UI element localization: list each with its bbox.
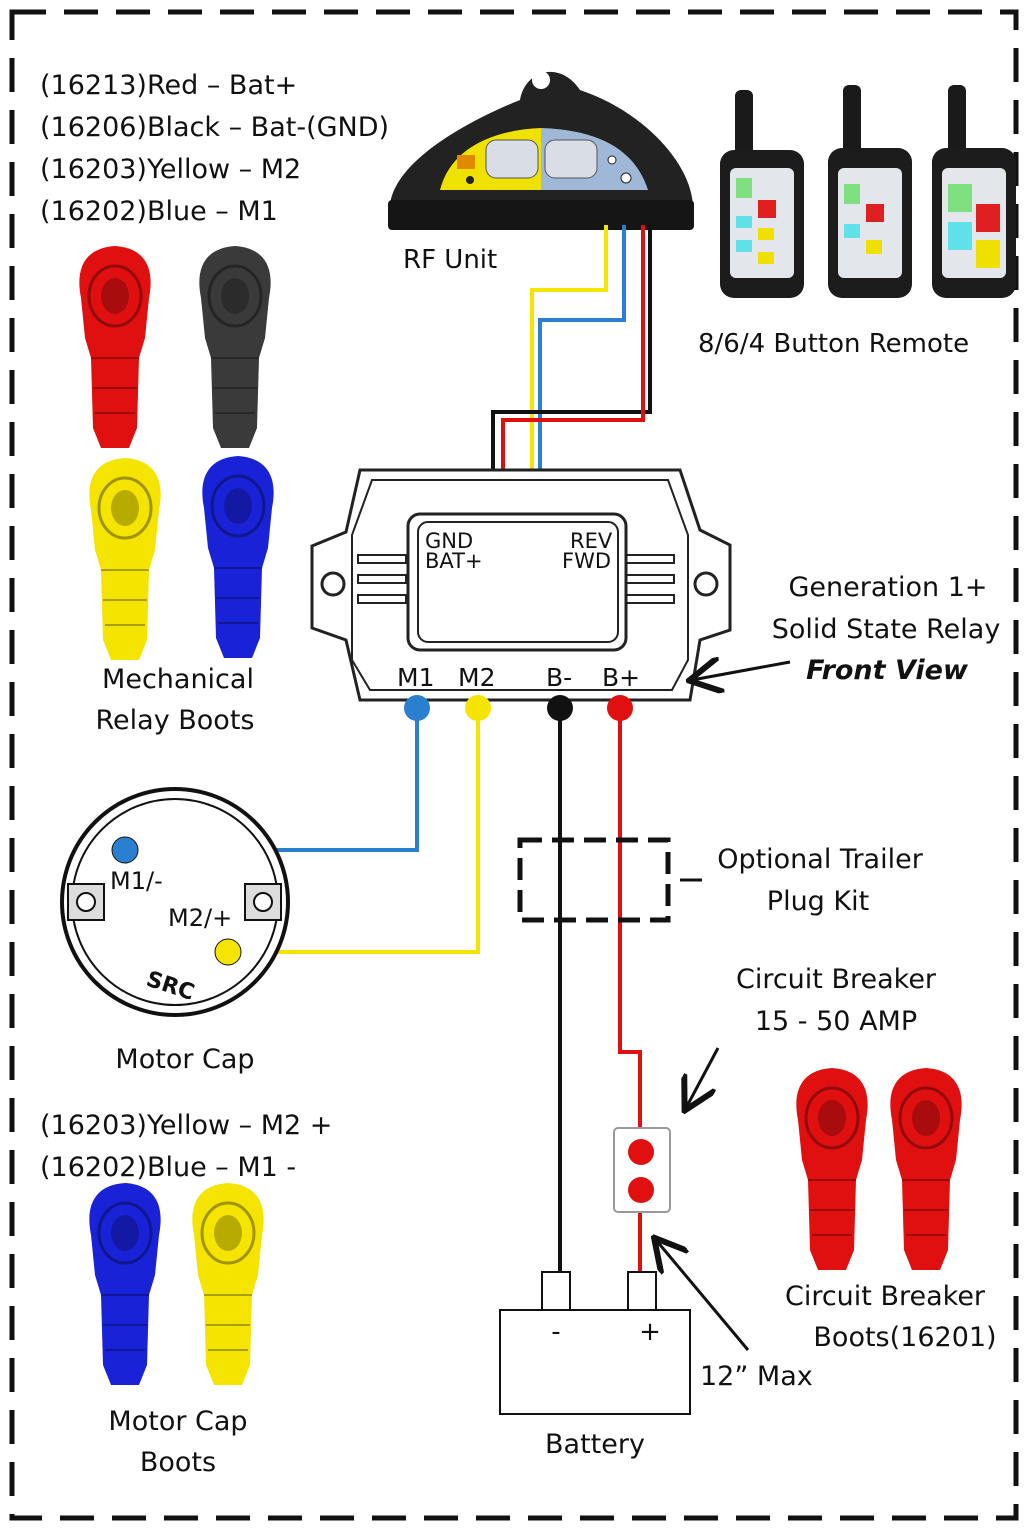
battery-plus-label: + (639, 1317, 661, 1347)
motor-cap-boots-label-2: Boots (140, 1447, 216, 1478)
rf-unit-label: RF Unit (403, 245, 497, 275)
top-wire-legend: (16213)Red – Bat+ (16206)Black – Bat-(GN… (40, 70, 389, 227)
rf-unit: RF Unit (388, 71, 694, 275)
terminal-bminus-label: B- (546, 663, 572, 692)
hanger-hole-icon (532, 71, 550, 89)
yellow-cap-boot-icon (190, 1181, 266, 1387)
max-length-label: 12” Max (700, 1361, 813, 1392)
breaker-post-top-icon (628, 1139, 654, 1165)
motor-cap: M1/- M2/+ SRC Motor Cap (60, 787, 290, 1075)
solid-state-relay: GND BAT+ REV FWD M1 M2 B- B+ (310, 468, 732, 721)
battery-minus-label: - (551, 1317, 560, 1347)
trailer-label-2: Plug Kit (767, 886, 869, 917)
motor-cap-boots: Motor Cap Boots (87, 1181, 266, 1478)
mount-hole-right-icon (693, 571, 719, 597)
remote-8-button-icon (720, 90, 804, 298)
circuit-breaker: Circuit Breaker 15 - 50 AMP (613, 964, 937, 1213)
circuit-breaker-boots: Circuit Breaker Boots(16201) (785, 1066, 997, 1353)
yellow-boot-icon (87, 456, 163, 662)
svg-text:Solid State Relay: Solid State Relay (772, 614, 1001, 645)
breaker-label-2: 15 - 50 AMP (755, 1006, 917, 1037)
blue-boot-icon (200, 454, 276, 660)
legend-red: (16213)Red – Bat+ (40, 70, 297, 101)
breaker-boots-label-2: Boots(16201) (813, 1322, 996, 1353)
wire-yellow-m2 (228, 708, 480, 954)
svg-text:Generation 1+: Generation 1+ (788, 572, 987, 603)
remote-label: 8/6/4 Button Remote (698, 329, 969, 359)
remote-4-button-icon (932, 85, 1016, 298)
terminal-m2-label: M2 (458, 663, 495, 692)
black-boot-icon (197, 244, 273, 450)
trailer-plug-kit: Optional Trailer Plug Kit (517, 837, 924, 923)
motor-cap-label: Motor Cap (115, 1044, 254, 1075)
motor-cap-boots-label-1: Motor Cap (108, 1406, 247, 1437)
breaker-arrow (686, 1047, 720, 1108)
terminal-m1-label: M1 (397, 663, 434, 692)
mount-hole-left-icon (320, 571, 346, 597)
legend-yellow: (16203)Yellow – M2 (40, 154, 301, 185)
red-breaker-boot-1-icon (794, 1066, 870, 1272)
svg-text:Front View: Front View (806, 655, 969, 686)
max-length-arrow (656, 1240, 750, 1351)
trailer-label-1: Optional Trailer (717, 844, 924, 875)
breaker-label-1: Circuit Breaker (736, 964, 937, 995)
relay-bat-label: BAT+ (425, 549, 483, 573)
relay-gnd-label: GND (425, 529, 473, 553)
relay-fwd-label: FWD (562, 549, 611, 573)
bottom-wire-legend: (16203)Yellow – M2 + (16202)Blue – M1 - (40, 1110, 332, 1183)
m2-post-icon (214, 938, 242, 966)
legend-bottom-yellow: (16203)Yellow – M2 + (40, 1110, 332, 1141)
legend-black: (16206)Black – Bat-(GND) (40, 112, 389, 143)
blue-cap-boot-icon (87, 1181, 163, 1387)
mech-boots-label-1: Mechanical (102, 664, 254, 695)
battery: - + Battery (499, 1271, 691, 1460)
terminal-bplus-label: B+ (602, 663, 640, 692)
relay-label: Generation 1+ Solid State Relay Front Vi… (692, 572, 1000, 686)
red-breaker-boot-2-icon (888, 1066, 964, 1272)
remote-6-button-icon (828, 85, 912, 298)
battery-label: Battery (545, 1429, 645, 1460)
motor-m1-label: M1/- (110, 867, 163, 895)
legend-bottom-blue: (16202)Blue – M1 - (40, 1152, 296, 1183)
red-boot-icon (77, 244, 153, 450)
breaker-boots-label-1: Circuit Breaker (785, 1281, 986, 1312)
remotes-group: 8/6/4 Button Remote (698, 85, 1016, 359)
mechanical-relay-boots: Mechanical Relay Boots (77, 244, 276, 736)
wire-red-bplus (618, 708, 642, 1130)
front-view-arrow (692, 662, 791, 680)
power-wires (558, 708, 642, 1275)
dashed-border (9, 9, 1019, 1521)
max-length-note: 12” Max (656, 1240, 813, 1392)
mech-boots-label-2: Relay Boots (96, 705, 255, 736)
motor-m2-label: M2/+ (168, 904, 232, 932)
m1-post-icon (111, 836, 139, 864)
breaker-post-bottom-icon (628, 1177, 654, 1203)
relay-rev-label: REV (570, 529, 613, 553)
legend-blue: (16202)Blue – M1 (40, 196, 278, 227)
